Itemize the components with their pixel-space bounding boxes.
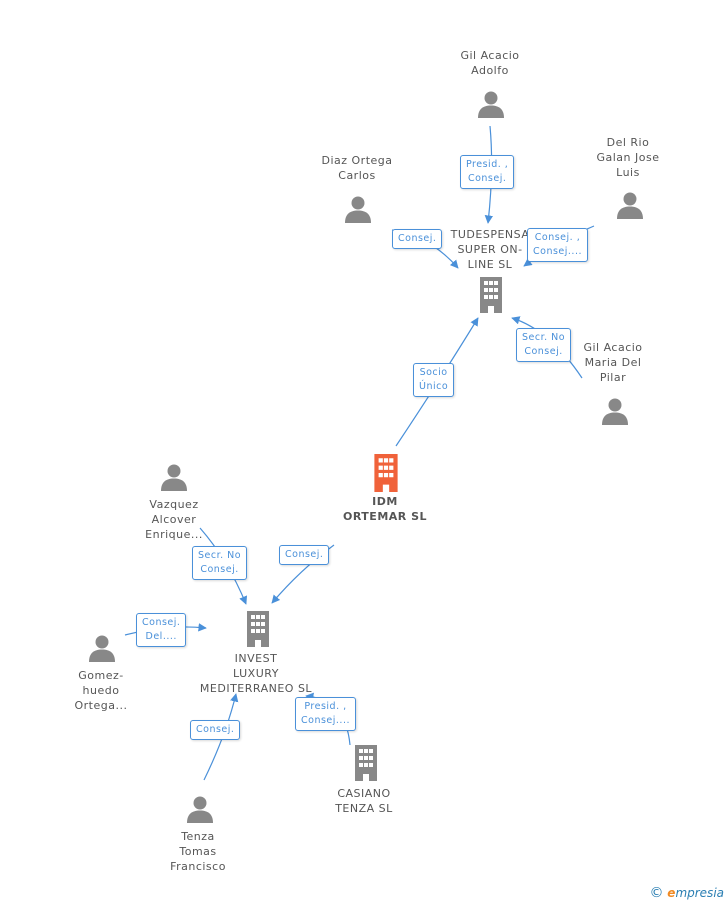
brand-logo: © empresia bbox=[649, 885, 724, 901]
copyright-icon: © bbox=[649, 885, 664, 901]
person-icon[interactable] bbox=[345, 196, 371, 224]
building-icon[interactable] bbox=[480, 277, 502, 313]
edge-label-e9[interactable]: Presid. ,Consej.... bbox=[295, 697, 356, 731]
edge-label-e10[interactable]: Consej. bbox=[190, 720, 241, 740]
edge-label-e8[interactable]: Consej.Del.... bbox=[136, 613, 187, 647]
building-icon[interactable] bbox=[374, 454, 398, 492]
brand-name: mpresia bbox=[675, 886, 724, 900]
edge-label-e7[interactable]: Consej. bbox=[279, 545, 330, 565]
building-icon[interactable] bbox=[355, 745, 377, 781]
person-icon[interactable] bbox=[602, 398, 628, 426]
person-icon[interactable] bbox=[617, 192, 643, 220]
building-icon[interactable] bbox=[247, 611, 269, 647]
person-icon[interactable] bbox=[89, 635, 115, 663]
brand-e: e bbox=[667, 886, 676, 900]
person-icon[interactable] bbox=[187, 796, 213, 824]
edge-label-e1[interactable]: Presid. ,Consej. bbox=[460, 155, 515, 189]
person-icon[interactable] bbox=[478, 91, 504, 119]
person-icon[interactable] bbox=[161, 464, 187, 492]
edge-label-e2[interactable]: Consej. bbox=[392, 229, 443, 249]
edge-label-e3[interactable]: Consej. ,Consej.... bbox=[527, 228, 588, 262]
